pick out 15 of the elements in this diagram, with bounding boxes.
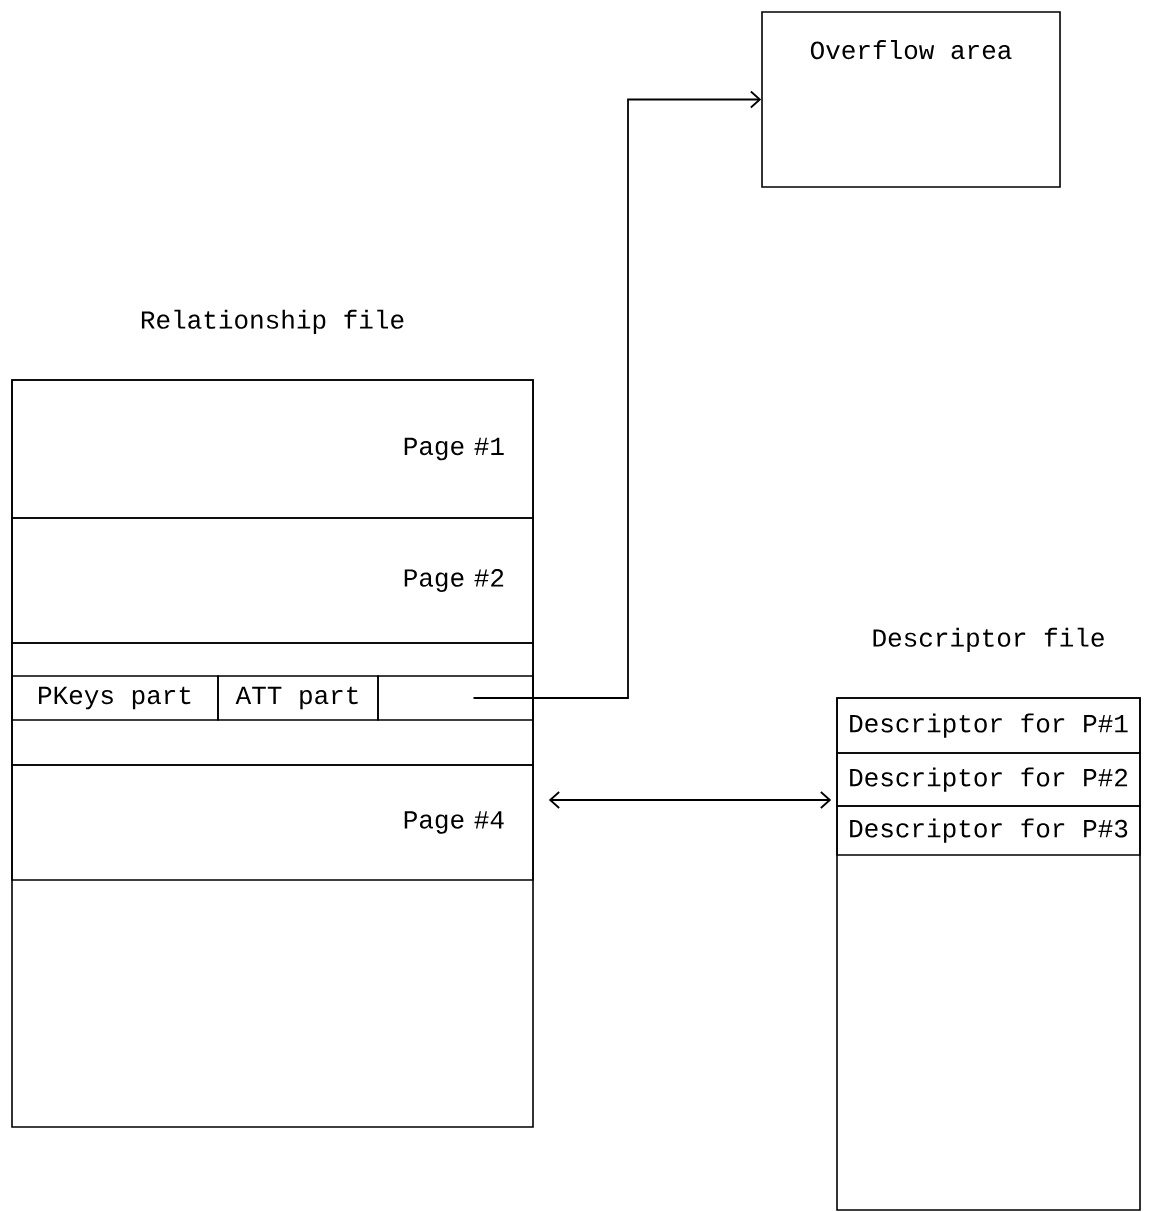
storage-box: Overflow area	[761, 11, 1061, 188]
page-row: Page #2	[11, 517, 534, 644]
record-cell: ATT part	[217, 675, 379, 721]
record-cell: Descriptor for P#3	[836, 805, 1141, 856]
double-arrow	[548, 791, 832, 809]
record-cell	[377, 675, 534, 721]
page-row: Page #1	[11, 379, 534, 519]
connector-arrow	[472, 90, 762, 699]
record-cell: Descriptor for P#2	[836, 752, 1141, 807]
node-label: Relationship file	[141, 309, 404, 334]
page-row	[11, 642, 534, 766]
record-cell: PKeys part	[11, 675, 219, 721]
record-cell: Descriptor for P#1	[836, 697, 1141, 754]
node-label: Descriptor file	[873, 627, 1104, 653]
page-row: Page #4	[11, 764, 534, 881]
